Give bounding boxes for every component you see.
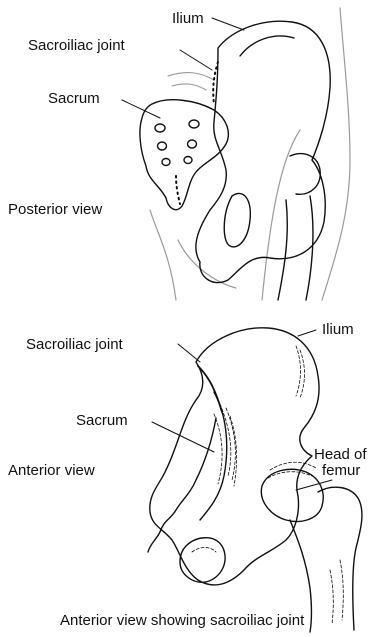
anterior-view-title: Anterior view [8,462,95,479]
anterior-label-sacrum: Sacrum [76,412,128,429]
anterior-label-head-of-femur-line2: femur [322,462,360,479]
anterior-obturator-hatching [192,548,216,553]
anterior-obturator-foramen [180,538,225,583]
anterior-femur-neck [318,487,362,630]
figure-caption: Anterior view showing sacroiliac joint [60,612,304,629]
anterior-label-head-of-femur-line1: Head of [314,446,367,463]
anterior-femur-head [261,469,323,521]
anterior-acetabulum-hatching [268,462,316,478]
anterior-ilium-bone [150,328,319,585]
anterior-femur-hatching [330,560,343,624]
anterior-ilium-hatching [296,346,305,398]
leader-anterior-sacroiliac [178,344,200,362]
anterior-label-sacroiliac-joint: Sacroiliac joint [26,336,123,353]
leader-anterior-ilium [298,330,316,336]
anterior-sacrum-hatching [214,404,237,486]
anterior-label-ilium: Ilium [322,321,354,338]
